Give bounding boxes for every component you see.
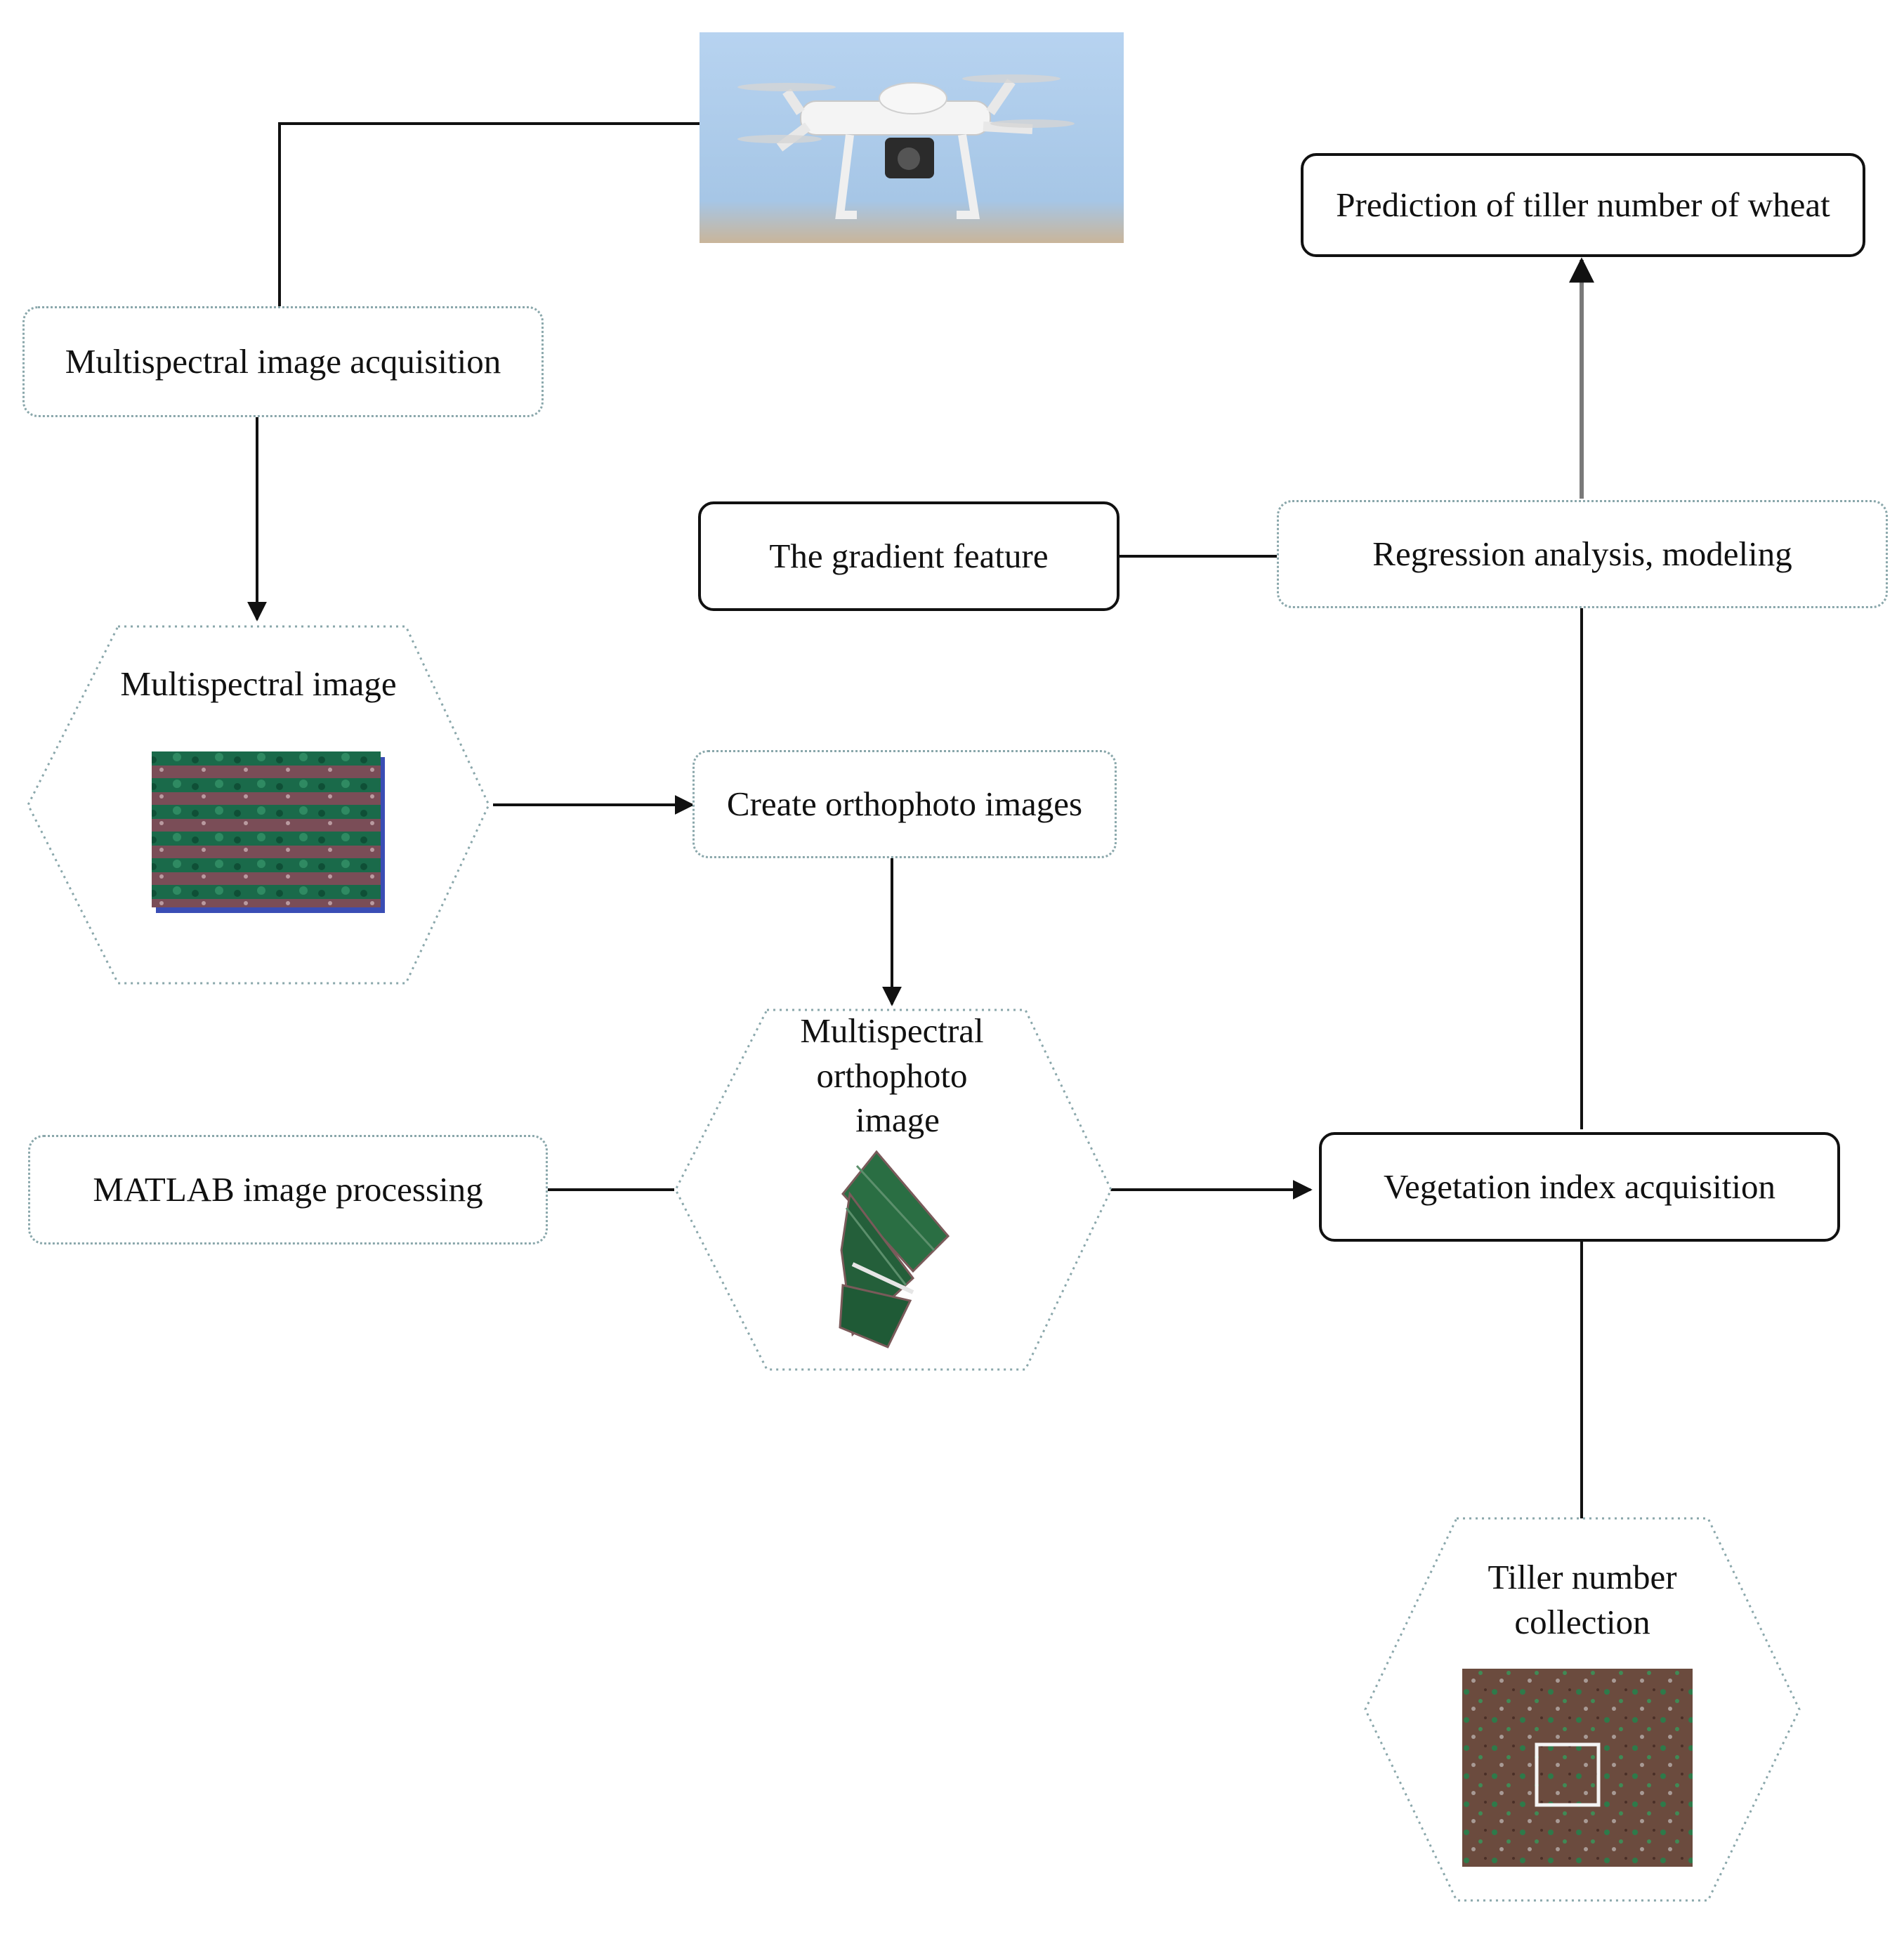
node-label: Multispectral image acquisition [65,341,501,381]
node-regression-analysis: Regression analysis, modeling [1277,500,1888,608]
node-label: The gradient feature [769,536,1049,575]
node-prediction-tiller-number: Prediction of tiller number of wheat [1301,153,1865,257]
drone-photo [700,32,1124,243]
node-label: Prediction of tiller number of wheat [1336,185,1830,224]
label-line: Tiller number [1488,1558,1677,1596]
hexagon-label-orthophoto-image: Multispectral orthophoto image [716,1009,1068,1143]
node-gradient-feature: The gradient feature [698,501,1120,611]
node-label: MATLAB image processing [93,1169,483,1209]
label-line: image [855,1101,940,1140]
node-vegetation-index-acquisition: Vegetation index acquisition [1319,1132,1840,1242]
node-label: Create orthophoto images [726,784,1083,823]
node-multispectral-image-acquisition: Multispectral image acquisition [22,306,544,417]
drone-icon [737,74,1075,219]
multispectral-field-image [152,751,385,913]
tiller-field-image [1462,1669,1693,1867]
sample-quadrat [1535,1742,1601,1807]
connector-drone-to-acquisition [278,122,700,306]
label-line: orthophoto [816,1056,968,1095]
node-matlab-image-processing: MATLAB image processing [28,1135,548,1244]
hexagon-label-tiller-collection: Tiller number collection [1407,1555,1758,1644]
node-create-orthophoto-images: Create orthophoto images [692,750,1117,858]
connectors [247,122,1594,1518]
hexagon-label-multispectral-image: Multispectral image [120,664,397,703]
node-label: Regression analysis, modeling [1372,534,1792,573]
label-line: collection [1514,1602,1650,1641]
node-label: Vegetation index acquisition [1384,1167,1775,1206]
label-line: Multispectral [800,1011,984,1050]
orthophoto-field-image [839,1150,950,1348]
